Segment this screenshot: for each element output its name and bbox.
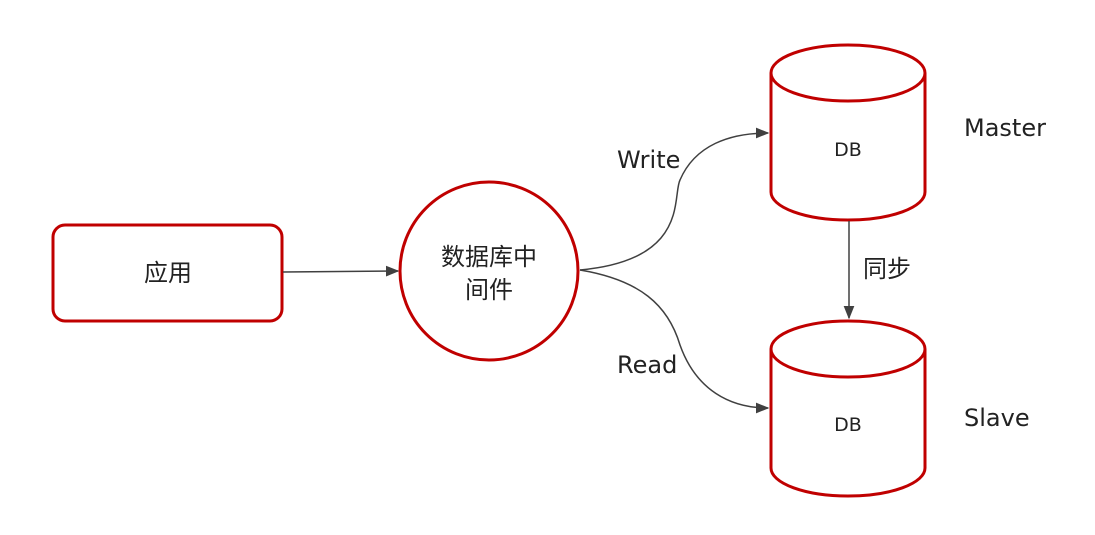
slave-role-label: Slave <box>964 404 1030 432</box>
middleware-label-line1: 数据库中 <box>441 243 537 271</box>
app-to-middleware-arrow <box>282 265 400 277</box>
slave-db-cylinder: DB <box>769 319 927 498</box>
write-edge-label: Write <box>617 146 680 174</box>
slave-db-label: DB <box>834 414 862 436</box>
app-node: 应用 <box>51 223 284 323</box>
app-label: 应用 <box>144 259 192 287</box>
sync-edge-label: 同步 <box>863 255 911 283</box>
master-role-label: Master <box>964 114 1046 142</box>
write-arrow <box>579 127 770 271</box>
master-db-label: DB <box>834 139 862 161</box>
master-db-cylinder: DB <box>769 43 927 222</box>
read-arrow <box>579 269 770 414</box>
middleware-label-line2: 间件 <box>465 276 513 304</box>
read-edge-label: Read <box>617 351 677 379</box>
middleware-node: 数据库中 间件 <box>398 180 580 362</box>
